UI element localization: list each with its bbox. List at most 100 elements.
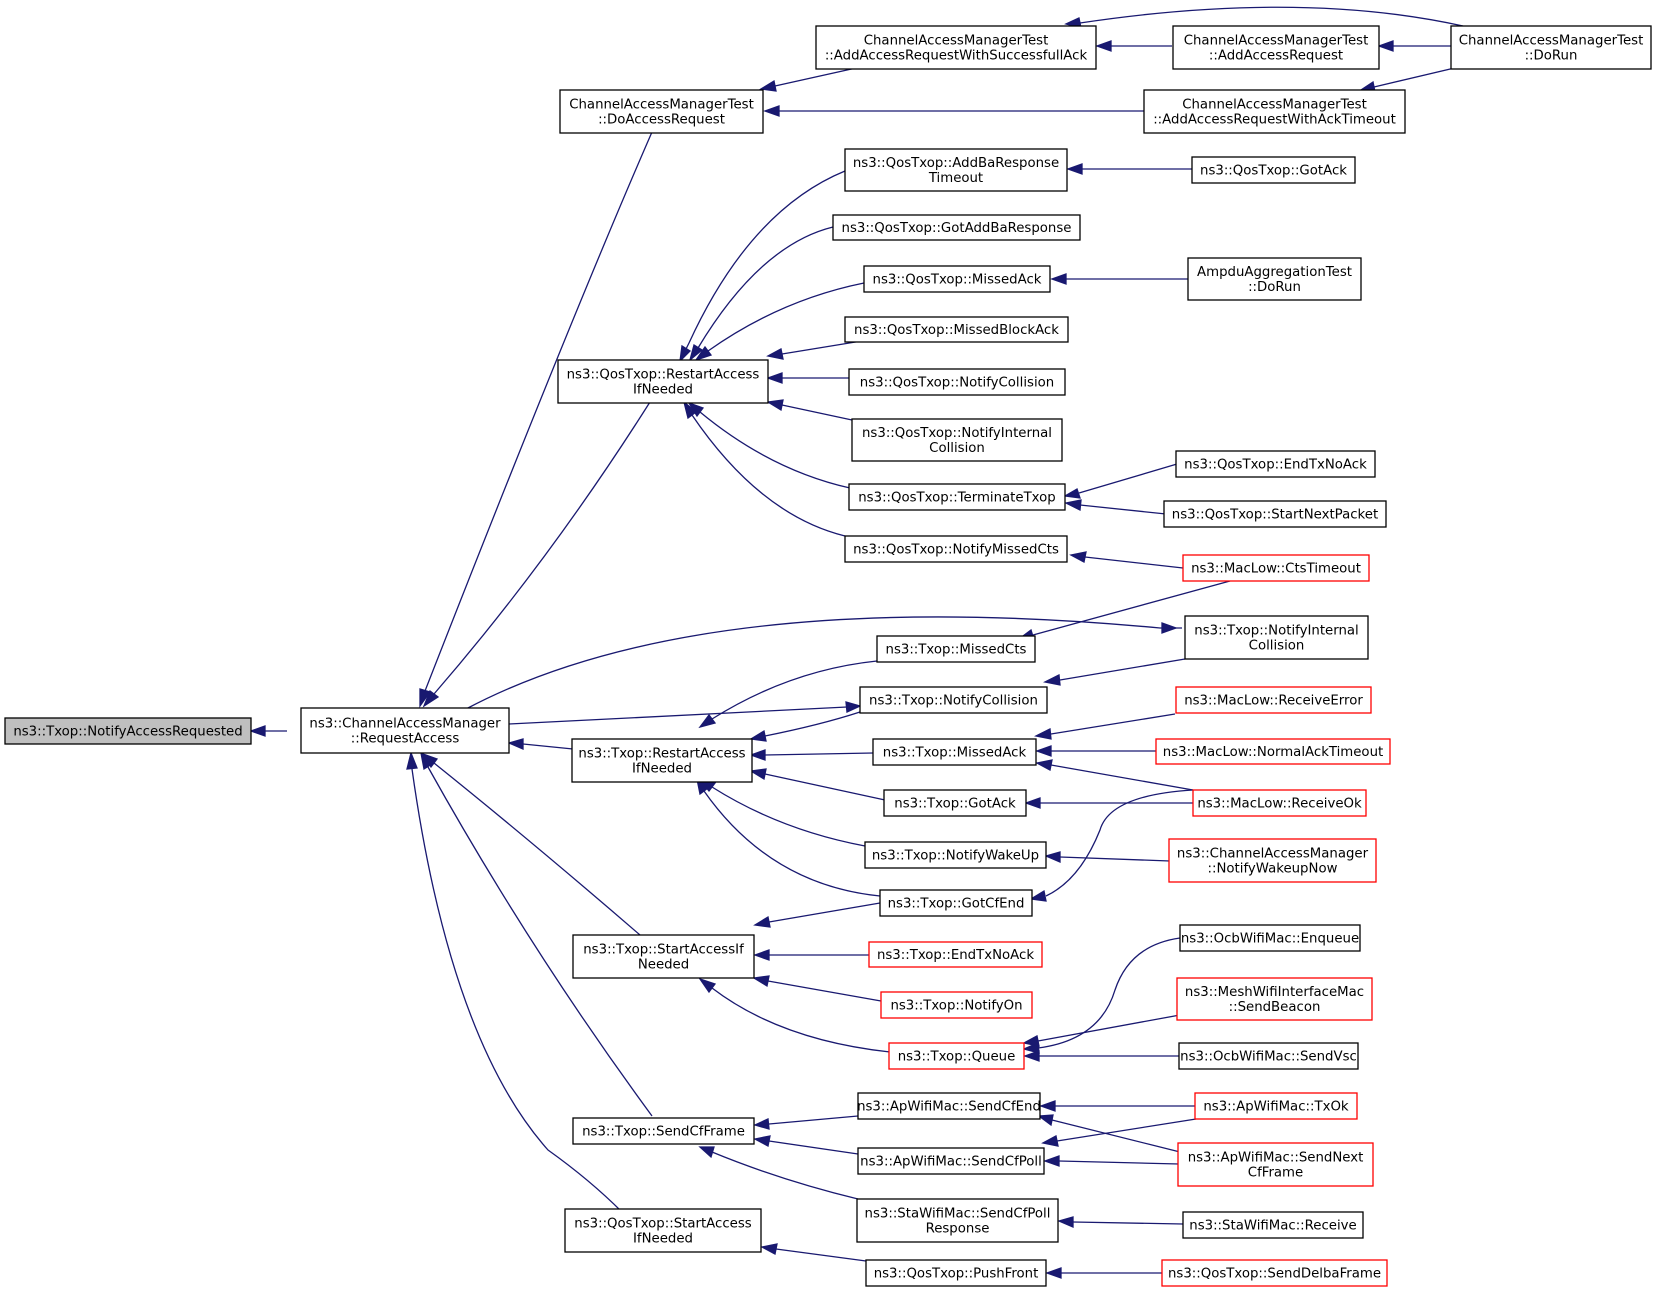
node-ns3-qostxop-notifycollision[interactable]: ns3::QosTxop::NotifyCollision: [848, 368, 1066, 396]
node-label: ::DoAccessRequest: [598, 113, 725, 128]
edge-qos-notifyinternalcollision-to-qos-restartaccess: [766, 399, 853, 421]
node-ns3-qostxop-senddelbaframe[interactable]: ns3::QosTxop::SendDelbaFrame: [1161, 1259, 1388, 1287]
node-box: [1184, 615, 1369, 660]
node-ns3-qostxop-endtxnoack[interactable]: ns3::QosTxop::EndTxNoAck: [1175, 450, 1376, 478]
node-ns3-qostxop-missedack[interactable]: ns3::QosTxop::MissedAck: [863, 265, 1051, 293]
node-ns3-maclow-receiveok[interactable]: ns3::MacLow::ReceiveOk: [1192, 789, 1367, 817]
node-ns3-qostxop-pushfront[interactable]: ns3::QosTxop::PushFront: [865, 1259, 1047, 1287]
node-box: [879, 889, 1033, 917]
node-channelaccessmanagertest-doaccessrequest[interactable]: ChannelAccessManagerTest::DoAccessReques…: [559, 89, 764, 134]
node-label: ns3::Txop::NotifyWakeUp: [872, 849, 1039, 864]
node-box: [1191, 156, 1356, 184]
node-ns3-ocbwifimac-enqueue[interactable]: ns3::OcbWifiMac::Enqueue: [1179, 924, 1361, 952]
node-label: ns3::Txop::NotifyAccessRequested: [13, 725, 242, 740]
node-ampduaggregationtest-dorun[interactable]: AmpduAggregationTest::DoRun: [1187, 257, 1362, 301]
node-channelaccessmanagertest-addaccessrequest[interactable]: ChannelAccessManagerTest::AddAccessReque…: [1172, 25, 1380, 70]
edge-qos-gotack-to-addbaresponsetimeout: [1066, 163, 1192, 175]
node-ns3-txop-notifyon[interactable]: ns3::Txop::NotifyOn: [880, 991, 1033, 1019]
edge-qos-endtxnoack-to-terminatetxop: [1063, 463, 1178, 499]
edge-gotaddbaresponse-to-qos-restartaccess: [688, 226, 834, 362]
node-label: ns3::QosTxop::GotAddBaResponse: [842, 221, 1072, 236]
node-ns3-txop-missedcts[interactable]: ns3::Txop::MissedCts: [876, 635, 1036, 663]
node-label: ::RequestAccess: [351, 732, 460, 747]
node-ns3-txop-notifywakeup[interactable]: ns3::Txop::NotifyWakeUp: [864, 841, 1047, 869]
node-label: ns3::Txop::MissedAck: [883, 746, 1027, 761]
node-label: ns3::QosTxop::NotifyMissedCts: [853, 543, 1059, 558]
edge-txok-to-sendcfend: [1039, 1100, 1196, 1112]
node-box: [1176, 977, 1373, 1021]
node-ns3-txop-missedack[interactable]: ns3::Txop::MissedAck: [872, 738, 1037, 766]
node-ns3-qostxop-missedblockack[interactable]: ns3::QosTxop::MissedBlockAck: [844, 316, 1069, 343]
node-label: ::NotifyWakeupNow: [1208, 862, 1338, 877]
edge-txok-to-sendcfpoll: [1041, 1118, 1197, 1147]
node-ns3-txop-gotcfend[interactable]: ns3::Txop::GotCfEnd: [879, 889, 1033, 917]
node-label: ns3::StaWifiMac::Receive: [1189, 1219, 1356, 1234]
node-ns3-qostxop-notifymissedcts[interactable]: ns3::QosTxop::NotifyMissedCts: [844, 535, 1068, 563]
node-ns3-txop-notifyaccessrequested[interactable]: ns3::Txop::NotifyAccessRequested: [4, 717, 252, 745]
node-ns3-qostxop-terminatetxop[interactable]: ns3::QosTxop::TerminateTxop: [848, 483, 1066, 511]
node-ns3-apwifimac-sendcfend[interactable]: ns3::ApWifiMac::SendCfEnd: [857, 1092, 1041, 1120]
edge-requestaccess-to-notifyaccessrequested: [249, 725, 287, 737]
node-ns3-channelaccessmanager-notifywakeupnow[interactable]: ns3::ChannelAccessManager::NotifyWakeupN…: [1168, 838, 1377, 883]
node-label: ::AddAccessRequest: [1209, 49, 1343, 64]
node-box: [1179, 924, 1361, 952]
node-ns3-maclow-receiveerror[interactable]: ns3::MacLow::ReceiveError: [1175, 686, 1372, 714]
node-label: ns3::MacLow::NormalAckTimeout: [1163, 745, 1383, 760]
node-label: ::DoRun: [1525, 49, 1578, 64]
node-box: [1163, 500, 1387, 528]
node-ns3-apwifimac-txok[interactable]: ns3::ApWifiMac::TxOk: [1194, 1092, 1358, 1120]
node-label: ns3::QosTxop::AddBaResponse: [853, 156, 1059, 171]
node-channelaccessmanagertest-addaccessrequestwithacktimeout[interactable]: ChannelAccessManagerTest::AddAccessReque…: [1143, 89, 1406, 134]
node-ns3-qostxop-gotack[interactable]: ns3::QosTxop::GotAck: [1191, 156, 1356, 184]
node-ns3-maclow-ctstimeout[interactable]: ns3::MacLow::CtsTimeout: [1182, 554, 1370, 582]
edge-receiveok-to-txop-gotack: [1024, 797, 1193, 809]
node-label: Needed: [638, 958, 689, 973]
node-label: ns3::MacLow::CtsTimeout: [1191, 562, 1361, 577]
node-channelaccessmanagertest-dorun[interactable]: ChannelAccessManagerTest::DoRun: [1450, 25, 1652, 70]
edge-sendbeacon-to-queue: [1022, 1014, 1181, 1047]
node-label: ns3::Txop::NotifyCollision: [869, 694, 1038, 709]
node-ns3-channelaccessmanager-requestaccess[interactable]: ns3::ChannelAccessManager::RequestAccess: [300, 707, 510, 754]
node-ns3-maclow-normalacktimeout[interactable]: ns3::MacLow::NormalAckTimeout: [1155, 738, 1391, 765]
node-box: [557, 359, 769, 404]
edge-notifymissedcts-to-qos-restartaccess: [682, 400, 846, 537]
edge-normalacktimeout-to-txop-missedack: [1035, 745, 1156, 757]
node-ns3-qostxop-startnextpacket[interactable]: ns3::QosTxop::StartNextPacket: [1163, 500, 1387, 528]
node-box: [851, 418, 1063, 462]
node-ns3-stawifimac-receive[interactable]: ns3::StaWifiMac::Receive: [1182, 1211, 1364, 1239]
node-label: ns3::MacLow::ReceiveOk: [1197, 797, 1362, 812]
node-ns3-qostxop-gotaddbaresponse[interactable]: ns3::QosTxop::GotAddBaResponse: [832, 214, 1081, 241]
node-label: ChannelAccessManagerTest: [864, 34, 1049, 49]
node-ns3-ocbwifimac-sendvsc[interactable]: ns3::OcbWifiMac::SendVsc: [1178, 1042, 1359, 1070]
edge-sendcfpoll-to-sendcfframe: [753, 1135, 859, 1155]
node-box: [1143, 89, 1406, 134]
node-label: AmpduAggregationTest: [1197, 265, 1352, 280]
node-label: ns3::QosTxop::PushFront: [874, 1267, 1039, 1282]
edge-receiveerror-to-txop-missedack: [1034, 713, 1176, 740]
node-box: [1155, 738, 1391, 765]
node-box: [4, 717, 252, 745]
node-label: ns3::Txop::StartAccessIf: [583, 943, 744, 958]
node-label: ns3::Txop::Queue: [898, 1050, 1016, 1065]
node-ns3-txop-gotack[interactable]: ns3::Txop::GotAck: [883, 789, 1027, 817]
node-ns3-txop-endtxnoack[interactable]: ns3::Txop::EndTxNoAck: [868, 941, 1043, 968]
node-ns3-txop-sendcfframe[interactable]: ns3::Txop::SendCfFrame: [572, 1117, 755, 1145]
node-ns3-apwifimac-sendcfpoll[interactable]: ns3::ApWifiMac::SendCfPoll: [857, 1147, 1045, 1175]
edge-terminatetxop-to-qos-restartaccess: [687, 401, 851, 489]
node-ns3-txop-notifycollision[interactable]: ns3::Txop::NotifyCollision: [859, 686, 1048, 714]
node-box: [868, 941, 1043, 968]
node-channelaccessmanagertest-addaccessrequestwithsuccessfullack[interactable]: ChannelAccessManagerTest::AddAccessReque…: [815, 25, 1097, 70]
edge-sendcfframe-to-requestaccess: [419, 751, 653, 1117]
node-label: ns3::ApWifiMac::TxOk: [1203, 1100, 1349, 1115]
node-ns3-meshwifiinterfacemac-sendbeacon[interactable]: ns3::MeshWifiInterfaceMac::SendBeacon: [1176, 977, 1373, 1021]
node-ns3-txop-queue[interactable]: ns3::Txop::Queue: [888, 1042, 1025, 1070]
